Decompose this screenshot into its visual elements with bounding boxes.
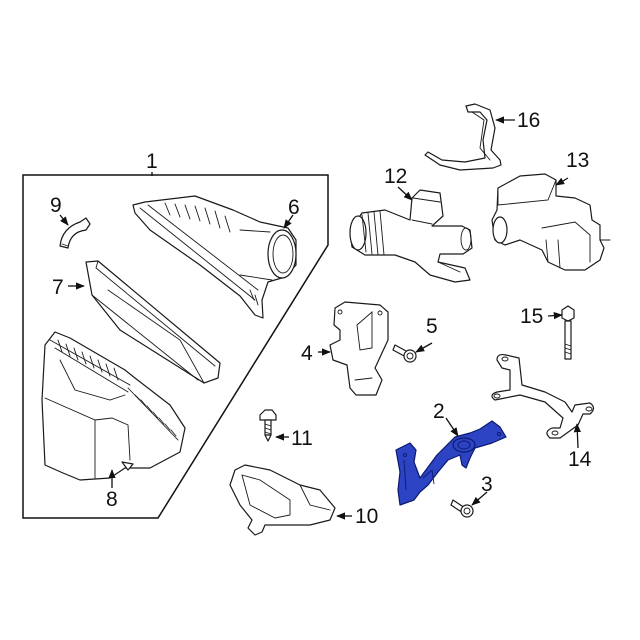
callout-7: 7 (52, 276, 64, 299)
part-7-air-filter[interactable] (85, 260, 221, 384)
part-14-stay[interactable] (491, 353, 595, 439)
part-13-resonator[interactable] (491, 173, 611, 271)
callout-4: 4 (301, 342, 313, 365)
callout-13: 13 (566, 149, 589, 172)
part-4-bracket[interactable] (329, 301, 389, 396)
part-12-inlet-duct[interactable] (349, 189, 473, 283)
part-16-tube[interactable] (424, 103, 502, 171)
assembly-frame (22, 172, 329, 519)
part-3-bolt[interactable] (450, 499, 474, 518)
callout-6: 6 (288, 196, 300, 219)
part-11-screw[interactable] (259, 409, 277, 442)
callout-3: 3 (481, 473, 493, 496)
callout-labels: 1 2 3 4 5 6 7 8 9 10 11 12 13 14 15 16 (50, 109, 592, 528)
part-15-bolt[interactable] (561, 305, 575, 360)
callout-15: 15 (520, 305, 543, 328)
part-2-bracket-highlighted[interactable] (395, 420, 507, 506)
part-5-bolt[interactable] (392, 344, 417, 363)
callout-8: 8 (106, 488, 118, 511)
callout-10: 10 (355, 505, 378, 528)
callout-16: 16 (517, 109, 540, 132)
callout-9: 9 (50, 194, 62, 217)
callout-1: 1 (146, 150, 158, 173)
part-6-air-cleaner-cover[interactable] (132, 195, 297, 319)
part-9-clamp[interactable] (59, 217, 91, 249)
callout-2: 2 (433, 400, 445, 423)
callout-5: 5 (426, 315, 438, 338)
leader-lines (59, 116, 581, 520)
part-10-duct[interactable] (229, 464, 336, 536)
callout-11: 11 (291, 427, 313, 450)
callout-12: 12 (384, 165, 407, 188)
part-8-lower-housing[interactable] (41, 331, 186, 481)
callout-14: 14 (568, 448, 592, 471)
